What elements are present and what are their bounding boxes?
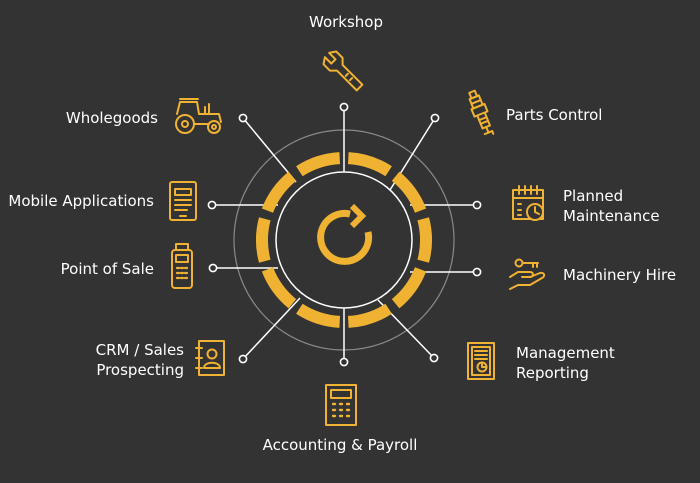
label-line: CRM / Sales	[95, 341, 184, 359]
connector-node	[430, 113, 440, 123]
card-terminal-icon	[171, 243, 193, 289]
accent-ring-segment	[347, 152, 392, 177]
accent-ring-segment	[417, 217, 432, 263]
contact-book-icon	[195, 340, 225, 376]
label-wholegoods: Wholegoods	[66, 108, 158, 128]
label-mobile-applications: Mobile Applications	[8, 191, 154, 211]
report-chart-icon	[467, 342, 495, 380]
accent-ring-segment	[256, 217, 271, 263]
tablet-icon	[169, 181, 197, 221]
wrench-icon	[322, 50, 364, 92]
label-line: Mobile Applications	[8, 192, 154, 210]
label-crm-sales: CRM / Sales Prospecting	[96, 340, 184, 380]
label-parts-control: Parts Control	[506, 105, 602, 125]
accent-ring-segment	[296, 152, 341, 177]
hand-key-icon	[509, 258, 546, 290]
label-line: Machinery Hire	[563, 266, 677, 284]
label-line: Management	[516, 344, 615, 362]
label-accounting-payroll: Accounting & Payroll	[263, 435, 418, 455]
label-point-of-sale: Point of Sale	[61, 259, 154, 279]
connector-line	[242, 117, 297, 183]
inner-disc	[275, 171, 413, 309]
label-planned-maintenance: Planned Maintenance	[563, 186, 660, 226]
label-line: Wholegoods	[65, 109, 158, 127]
accent-ring-segment	[261, 171, 297, 213]
connector-line	[242, 297, 301, 360]
tractor-icon	[175, 98, 222, 134]
connector-node	[238, 354, 248, 364]
label-line: Maintenance	[563, 207, 660, 225]
connector-node	[429, 353, 439, 363]
accent-ring-segment	[391, 171, 427, 213]
label-workshop: Workshop	[309, 12, 383, 32]
accent-ring-segment	[391, 267, 427, 309]
label-machinery-hire: Machinery Hire	[563, 265, 676, 285]
connector-node	[472, 267, 482, 277]
label-line: Accounting & Payroll	[262, 436, 418, 454]
accent-ring	[256, 152, 432, 328]
connector-node	[339, 102, 349, 112]
connector-node	[238, 113, 248, 123]
accent-ring-segment	[296, 303, 341, 328]
connector-node	[208, 263, 218, 273]
label-management-reporting: Management Reporting	[516, 343, 615, 383]
accent-ring-segment	[347, 303, 392, 328]
label-line: Prospecting	[96, 361, 184, 379]
label-line: Parts Control	[506, 106, 603, 124]
label-line: Point of Sale	[60, 260, 154, 278]
calculator-icon	[325, 384, 357, 426]
refresh-cycle-icon	[317, 203, 373, 265]
connector-node	[339, 357, 349, 367]
label-line: Planned	[563, 187, 624, 205]
spark-plug-icon	[468, 89, 495, 136]
connector-node	[472, 200, 482, 210]
calendar-clock-icon	[512, 185, 544, 221]
label-line: Reporting	[516, 364, 589, 382]
connector-node	[207, 200, 217, 210]
accent-ring-segment	[261, 267, 297, 309]
label-line: Workshop	[308, 13, 384, 31]
